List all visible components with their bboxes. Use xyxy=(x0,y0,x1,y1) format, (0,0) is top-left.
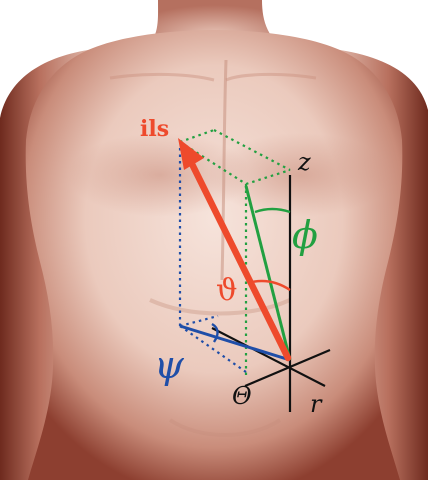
psi-angle-label: ψ xyxy=(154,343,185,387)
vector-label: ils xyxy=(140,116,169,142)
phi-angle-label: ϕ xyxy=(292,213,318,257)
theta-axis-label: Θ xyxy=(232,382,252,410)
z-axis-label: z xyxy=(297,148,311,176)
vartheta-angle-label: ϑ xyxy=(216,273,237,308)
torso-shape xyxy=(26,30,403,480)
r-axis-label: r xyxy=(310,390,323,418)
